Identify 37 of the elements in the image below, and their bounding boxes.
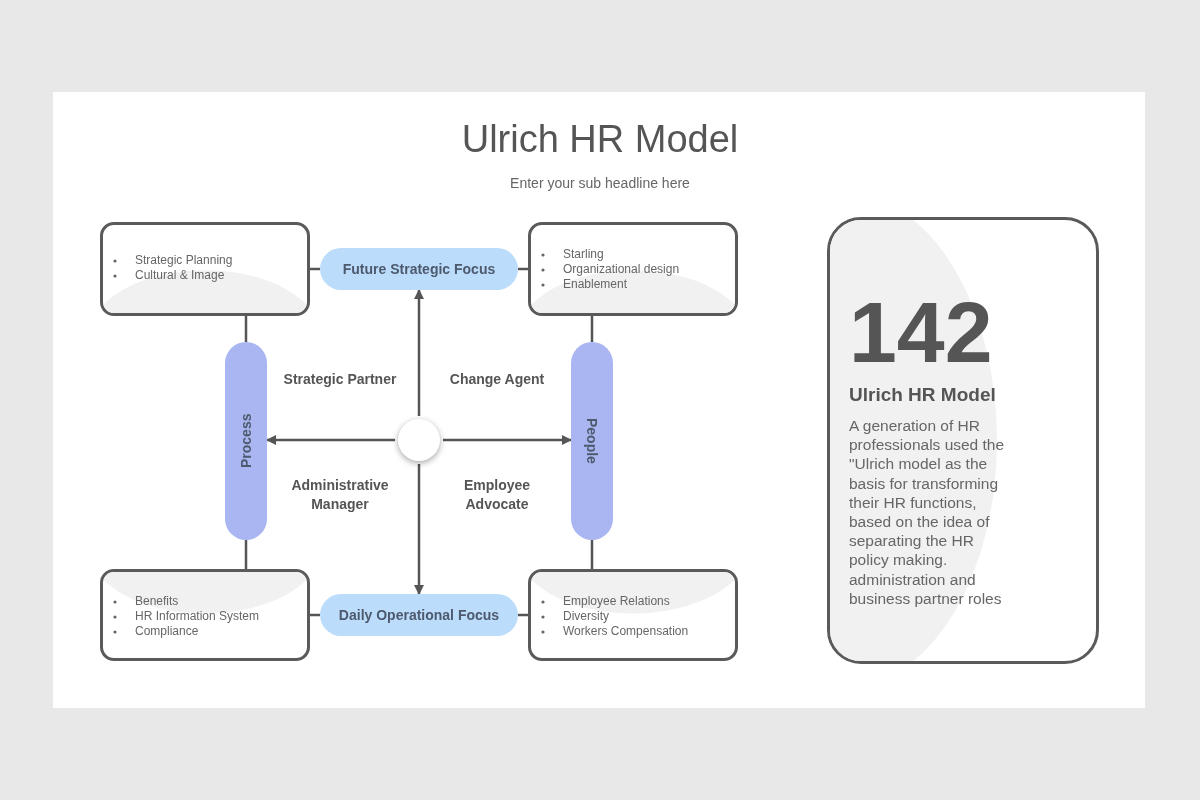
bullet-item: Strategic Planning: [135, 253, 233, 267]
slide-title: Ulrich HR Model: [460, 118, 740, 161]
card-paragraph: A generation of HR professionals used the "Ulrich model as the basis for transforming their HR functions, based on the idea of separating the HR policy making. administration and business partner roles: [849, 416, 1006, 609]
bullet-item: Employee Relations: [563, 594, 670, 608]
arrow: [414, 464, 424, 595]
bullet-item: Workers Compensation: [563, 624, 689, 638]
connector-line: [244, 316, 248, 342]
connector-line: [244, 540, 248, 569]
arrow: [266, 435, 395, 445]
info-box: [100, 569, 310, 661]
bullet-item: Diversity: [563, 609, 609, 623]
stat-number: 142: [849, 283, 993, 382]
focus-pill: Future Strategic Focus: [320, 248, 518, 290]
quadrant-label: Administrative Manager: [290, 476, 390, 514]
bullet-item: Benefits: [135, 594, 179, 608]
connector-line: [590, 316, 594, 342]
bullet-item: Compliance: [135, 624, 199, 638]
quadrant-label: Strategic Partner: [282, 370, 398, 389]
stat-card: [827, 217, 1099, 664]
card-heading: Ulrich HR Model: [849, 384, 996, 406]
bullet-item: Cultural & Image: [135, 268, 225, 282]
side-pill: People: [571, 342, 613, 540]
arrow: [443, 435, 572, 445]
focus-pill: Daily Operational Focus: [320, 594, 518, 636]
bullet-item: HR Information System: [135, 609, 260, 623]
quadrant-label: Employee Advocate: [462, 476, 532, 514]
bullet-item: Organizational design: [563, 262, 680, 276]
connector-line: [590, 540, 594, 569]
arrow: [414, 289, 424, 416]
info-box: [528, 569, 738, 661]
info-box: [528, 222, 738, 316]
bullet-item: Enablement: [563, 277, 628, 291]
bullet-item: Starling: [563, 247, 604, 261]
quadrant-label: Change Agent: [448, 370, 546, 389]
info-box: [100, 222, 310, 316]
subtitle: Enter your sub headline here: [509, 175, 691, 191]
side-pill: Process: [225, 342, 267, 540]
